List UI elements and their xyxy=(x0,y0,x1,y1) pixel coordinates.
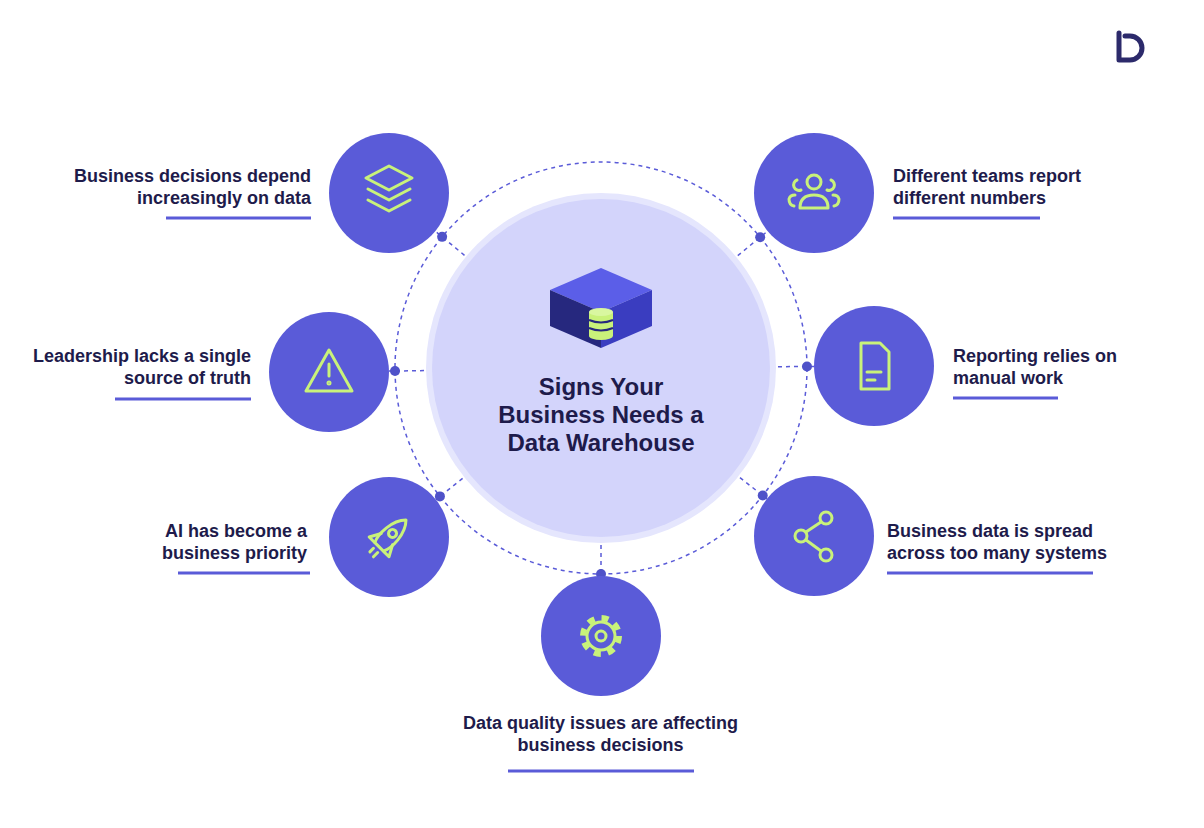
ring-dot xyxy=(802,361,812,371)
sign-label: Business data is spread across too many … xyxy=(887,520,1149,564)
sign-label: Data quality issues are affecting busine… xyxy=(458,712,743,756)
sign-circle: Business decisions depend increasingly o… xyxy=(329,133,449,253)
ring-dot xyxy=(437,232,447,242)
dashed-connector xyxy=(435,231,470,260)
label-underline xyxy=(178,572,310,575)
label-underline xyxy=(953,397,1058,400)
label-underline xyxy=(887,572,1093,575)
ring-dot xyxy=(755,232,765,242)
sign-label: Different teams report different numbers xyxy=(893,165,1125,209)
sign-label: Reporting relies on manual work xyxy=(953,345,1153,389)
sign-label: Leadership lacks a single source of trut… xyxy=(26,345,251,389)
sign-circle: Leadership lacks a single source of trut… xyxy=(269,312,389,432)
dashed-connector xyxy=(732,231,768,261)
sign-circle: Data quality issues are affecting busine… xyxy=(541,576,661,696)
sign-circle: Reporting relies on manual work xyxy=(814,306,934,426)
hub-title: Signs Your Business Needs a Data Warehou… xyxy=(487,373,715,457)
sign-circle: Different teams report different numbers xyxy=(754,133,874,253)
label-underline xyxy=(115,398,251,401)
hub-circle: Signs Your Business Needs a Data Warehou… xyxy=(432,199,770,537)
dashed-ring xyxy=(395,162,807,574)
sign-circle: AI has become a business priority xyxy=(329,477,449,597)
sign-label: Business decisions depend increasingly o… xyxy=(31,165,311,209)
sign-label: AI has become a business priority xyxy=(132,520,307,564)
label-underline xyxy=(893,217,1040,220)
sign-circle: Business data is spread across too many … xyxy=(754,476,874,596)
label-underline xyxy=(166,217,311,220)
ring-dot xyxy=(390,366,400,376)
label-underline xyxy=(508,770,694,773)
brand-logo xyxy=(1119,33,1142,60)
